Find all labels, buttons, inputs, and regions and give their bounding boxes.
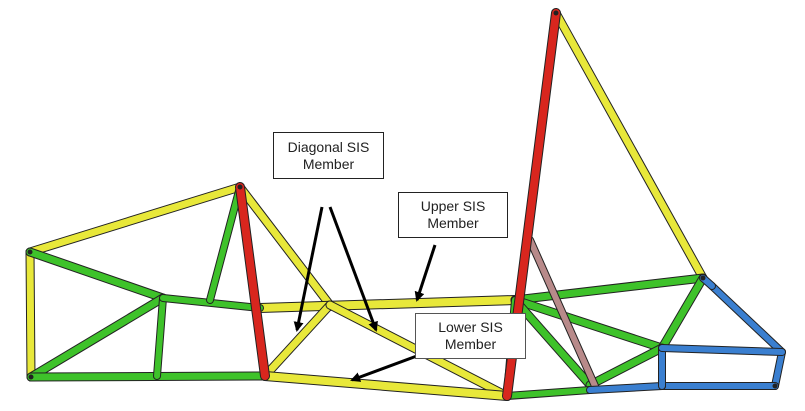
tube-rear-box-diagonal-body <box>659 345 785 355</box>
tube-rear-mid-rail <box>510 295 667 353</box>
arrow-upper-sis-member <box>414 244 437 302</box>
callout-lower-line1: Lower SIS <box>438 319 503 335</box>
tube-rear-upper-rail-body <box>511 274 707 304</box>
tube-layer <box>25 8 786 401</box>
tube-rear-mid-rail-body <box>511 296 666 352</box>
callout-diagonal-sis-member: Diagonal SIS Member <box>273 132 384 179</box>
tube-diagonal-sis-left-body <box>261 301 334 380</box>
callout-diagonal-line2: Member <box>302 155 355 172</box>
tube-rear-box-upper-body <box>709 283 785 355</box>
joint-layer <box>27 10 778 389</box>
tube-hoop-brace-diagonal-body <box>236 183 334 309</box>
tube-front-vertical-body <box>26 248 35 381</box>
joint-node <box>772 383 778 389</box>
callout-upper-line1: Upper SIS <box>420 198 486 214</box>
tube-rear-box-floor <box>586 382 666 394</box>
tube-rear-bottom-diag-body <box>586 344 666 389</box>
tube-rear-box-end-body <box>772 349 785 389</box>
callout-lower-sis-member: Lower SIS Member <box>415 313 526 359</box>
tube-main-hoop-brace-body <box>552 9 707 282</box>
joint-node <box>700 275 706 281</box>
tube-lower-front-rail-body <box>27 372 269 381</box>
tube-front-hoop-side <box>206 183 244 304</box>
tube-rear-lower-diagonal-body <box>511 296 594 389</box>
tube-upper-front-body <box>26 183 244 256</box>
tube-upper-sis-member <box>255 295 520 313</box>
tube-front-bulkhead-post <box>153 294 167 380</box>
tube-lower-sis-member-body <box>261 372 511 400</box>
tube-diagonal-sis-left <box>260 300 335 381</box>
tube-rear-box-floor-body <box>587 383 665 393</box>
tube-rear-bottom-diag <box>585 343 667 390</box>
tube-rear-floor-body <box>504 387 593 399</box>
tube-main-hoop-brace <box>551 8 708 283</box>
joint-node <box>553 10 559 16</box>
tube-rear-floor <box>503 386 594 400</box>
arrow-diagonal-sis-left <box>293 206 324 332</box>
tube-rear-upper-rail <box>510 273 708 305</box>
tube-front-vertical <box>25 247 36 382</box>
tube-rear-box-diagonal <box>658 344 786 356</box>
tube-front-diagonal-lower-body <box>27 294 167 381</box>
tube-lower-front-rail <box>26 371 270 382</box>
tube-rear-vertical-body <box>658 274 707 352</box>
tube-front-bulkhead-post-body <box>154 295 166 379</box>
tube-front-hoop <box>235 182 270 381</box>
tube-upper-front <box>25 182 245 257</box>
tube-rear-box-upper <box>708 282 786 356</box>
tube-lower-sis-member <box>260 371 512 401</box>
callout-upper-line2: Member <box>427 215 479 231</box>
joint-node <box>27 249 33 255</box>
joint-node <box>28 374 34 380</box>
tube-secondary-brace-body <box>527 237 598 389</box>
tube-front-diagonal-upper-body <box>26 248 167 302</box>
tube-front-hoop-body <box>236 183 269 380</box>
arrow-diagonal-sis-right <box>328 206 378 332</box>
tube-rear-box-end <box>771 348 786 390</box>
tube-upper-sis-member-body <box>256 296 519 312</box>
tube-front-hoop-side-body <box>207 184 243 303</box>
tube-front-diagonal-lower <box>26 293 168 382</box>
callout-lower-line2: Member <box>444 336 497 352</box>
tube-rear-vertical <box>657 273 708 353</box>
tube-front-diagonal-upper <box>25 247 168 303</box>
tube-rear-lower-diagonal <box>510 295 595 390</box>
callout-upper-sis-member: Upper SIS Member <box>398 192 508 238</box>
tube-secondary-brace <box>526 236 599 390</box>
tube-hoop-brace-diagonal <box>235 182 335 310</box>
joint-node <box>237 184 243 190</box>
callout-diagonal-line1: Diagonal SIS <box>287 138 370 155</box>
